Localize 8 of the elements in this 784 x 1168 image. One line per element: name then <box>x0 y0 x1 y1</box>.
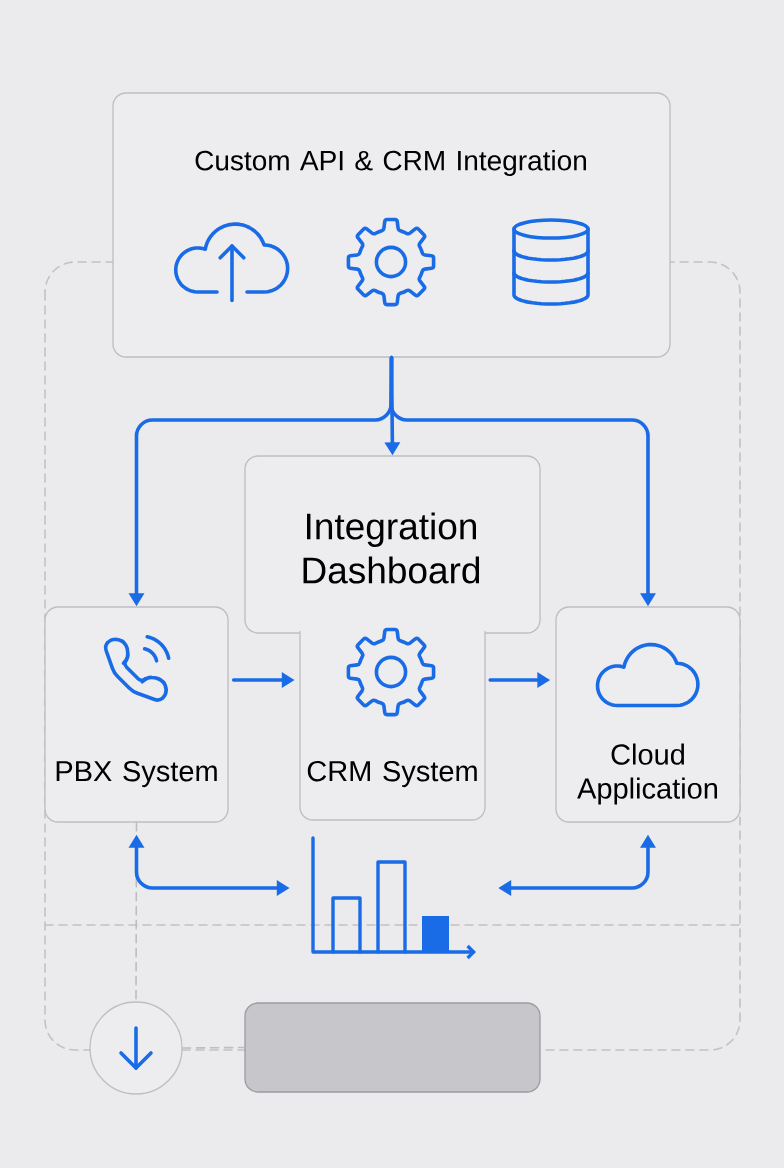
system-box: CRM System <box>299 627 486 821</box>
bar-chart-drawing <box>311 836 476 960</box>
integration-panel: Custom API & CRM Integration <box>112 92 671 358</box>
system-box: Cloud Application <box>555 606 741 823</box>
dashboard-box: Integration Dashboard <box>244 455 541 634</box>
system-box: PBX System <box>44 606 229 823</box>
empty-box <box>244 1002 541 1093</box>
round-button <box>89 1001 183 1095</box>
